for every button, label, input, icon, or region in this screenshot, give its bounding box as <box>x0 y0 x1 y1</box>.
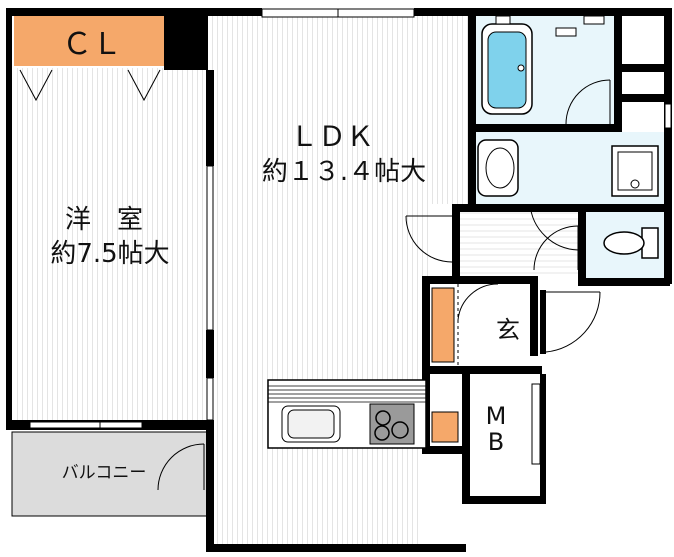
windows <box>29 8 672 429</box>
closet-label: ＣＬ <box>62 27 122 62</box>
balcony-door-arc <box>157 443 205 491</box>
closet-door-right <box>127 69 161 102</box>
bathtub-drain <box>517 64 525 72</box>
storage-small <box>431 411 459 443</box>
faucet <box>555 27 577 37</box>
meter-box-label-1: M <box>486 402 507 430</box>
entrance-floor <box>458 284 530 366</box>
meter-box-label-2: B <box>488 428 504 456</box>
bath-shelf <box>583 15 605 25</box>
toilet-door-arc <box>533 225 579 271</box>
closet-pillar <box>164 14 208 70</box>
wash-basin-bowl <box>485 147 515 189</box>
toilet-bowl <box>603 231 645 255</box>
shoe-cabinet <box>431 287 455 363</box>
bath-door-arc <box>565 79 611 125</box>
western-room-name: 洋 室 <box>65 205 143 235</box>
closet-door-left <box>19 69 53 102</box>
western-room-floor <box>14 68 206 420</box>
walls <box>6 8 672 552</box>
balcony-floor <box>11 431 211 517</box>
washing-machine <box>611 145 659 197</box>
burner-2 <box>374 425 390 441</box>
western-room-size: 約7.5帖大 <box>50 239 169 269</box>
hallway-floor <box>460 212 578 276</box>
burner-3 <box>391 421 409 439</box>
closet-box <box>14 16 164 66</box>
meter-box-room <box>470 376 540 496</box>
kitchen-sink-bowl <box>287 409 335 439</box>
ldk-name: ＬＤＫ <box>290 120 374 153</box>
meter-box-door <box>531 383 541 465</box>
wash-door-arc <box>529 203 579 251</box>
front-door-arc <box>545 291 601 353</box>
entrance-inner-door-arc <box>457 283 499 321</box>
kitchen-upper-cabinet <box>268 385 426 403</box>
burner-1 <box>375 410 391 426</box>
ldk-hall-door-arc <box>405 215 453 263</box>
washing-machine-drain <box>630 179 640 189</box>
entrance-label: 玄 <box>496 316 520 344</box>
balcony-label: バルコニー <box>62 463 147 483</box>
bathtub-basin <box>487 31 527 109</box>
shower-head <box>495 15 511 25</box>
ldk-size: 約１３.４帖大 <box>262 157 426 187</box>
washing-machine-inner <box>617 151 653 191</box>
